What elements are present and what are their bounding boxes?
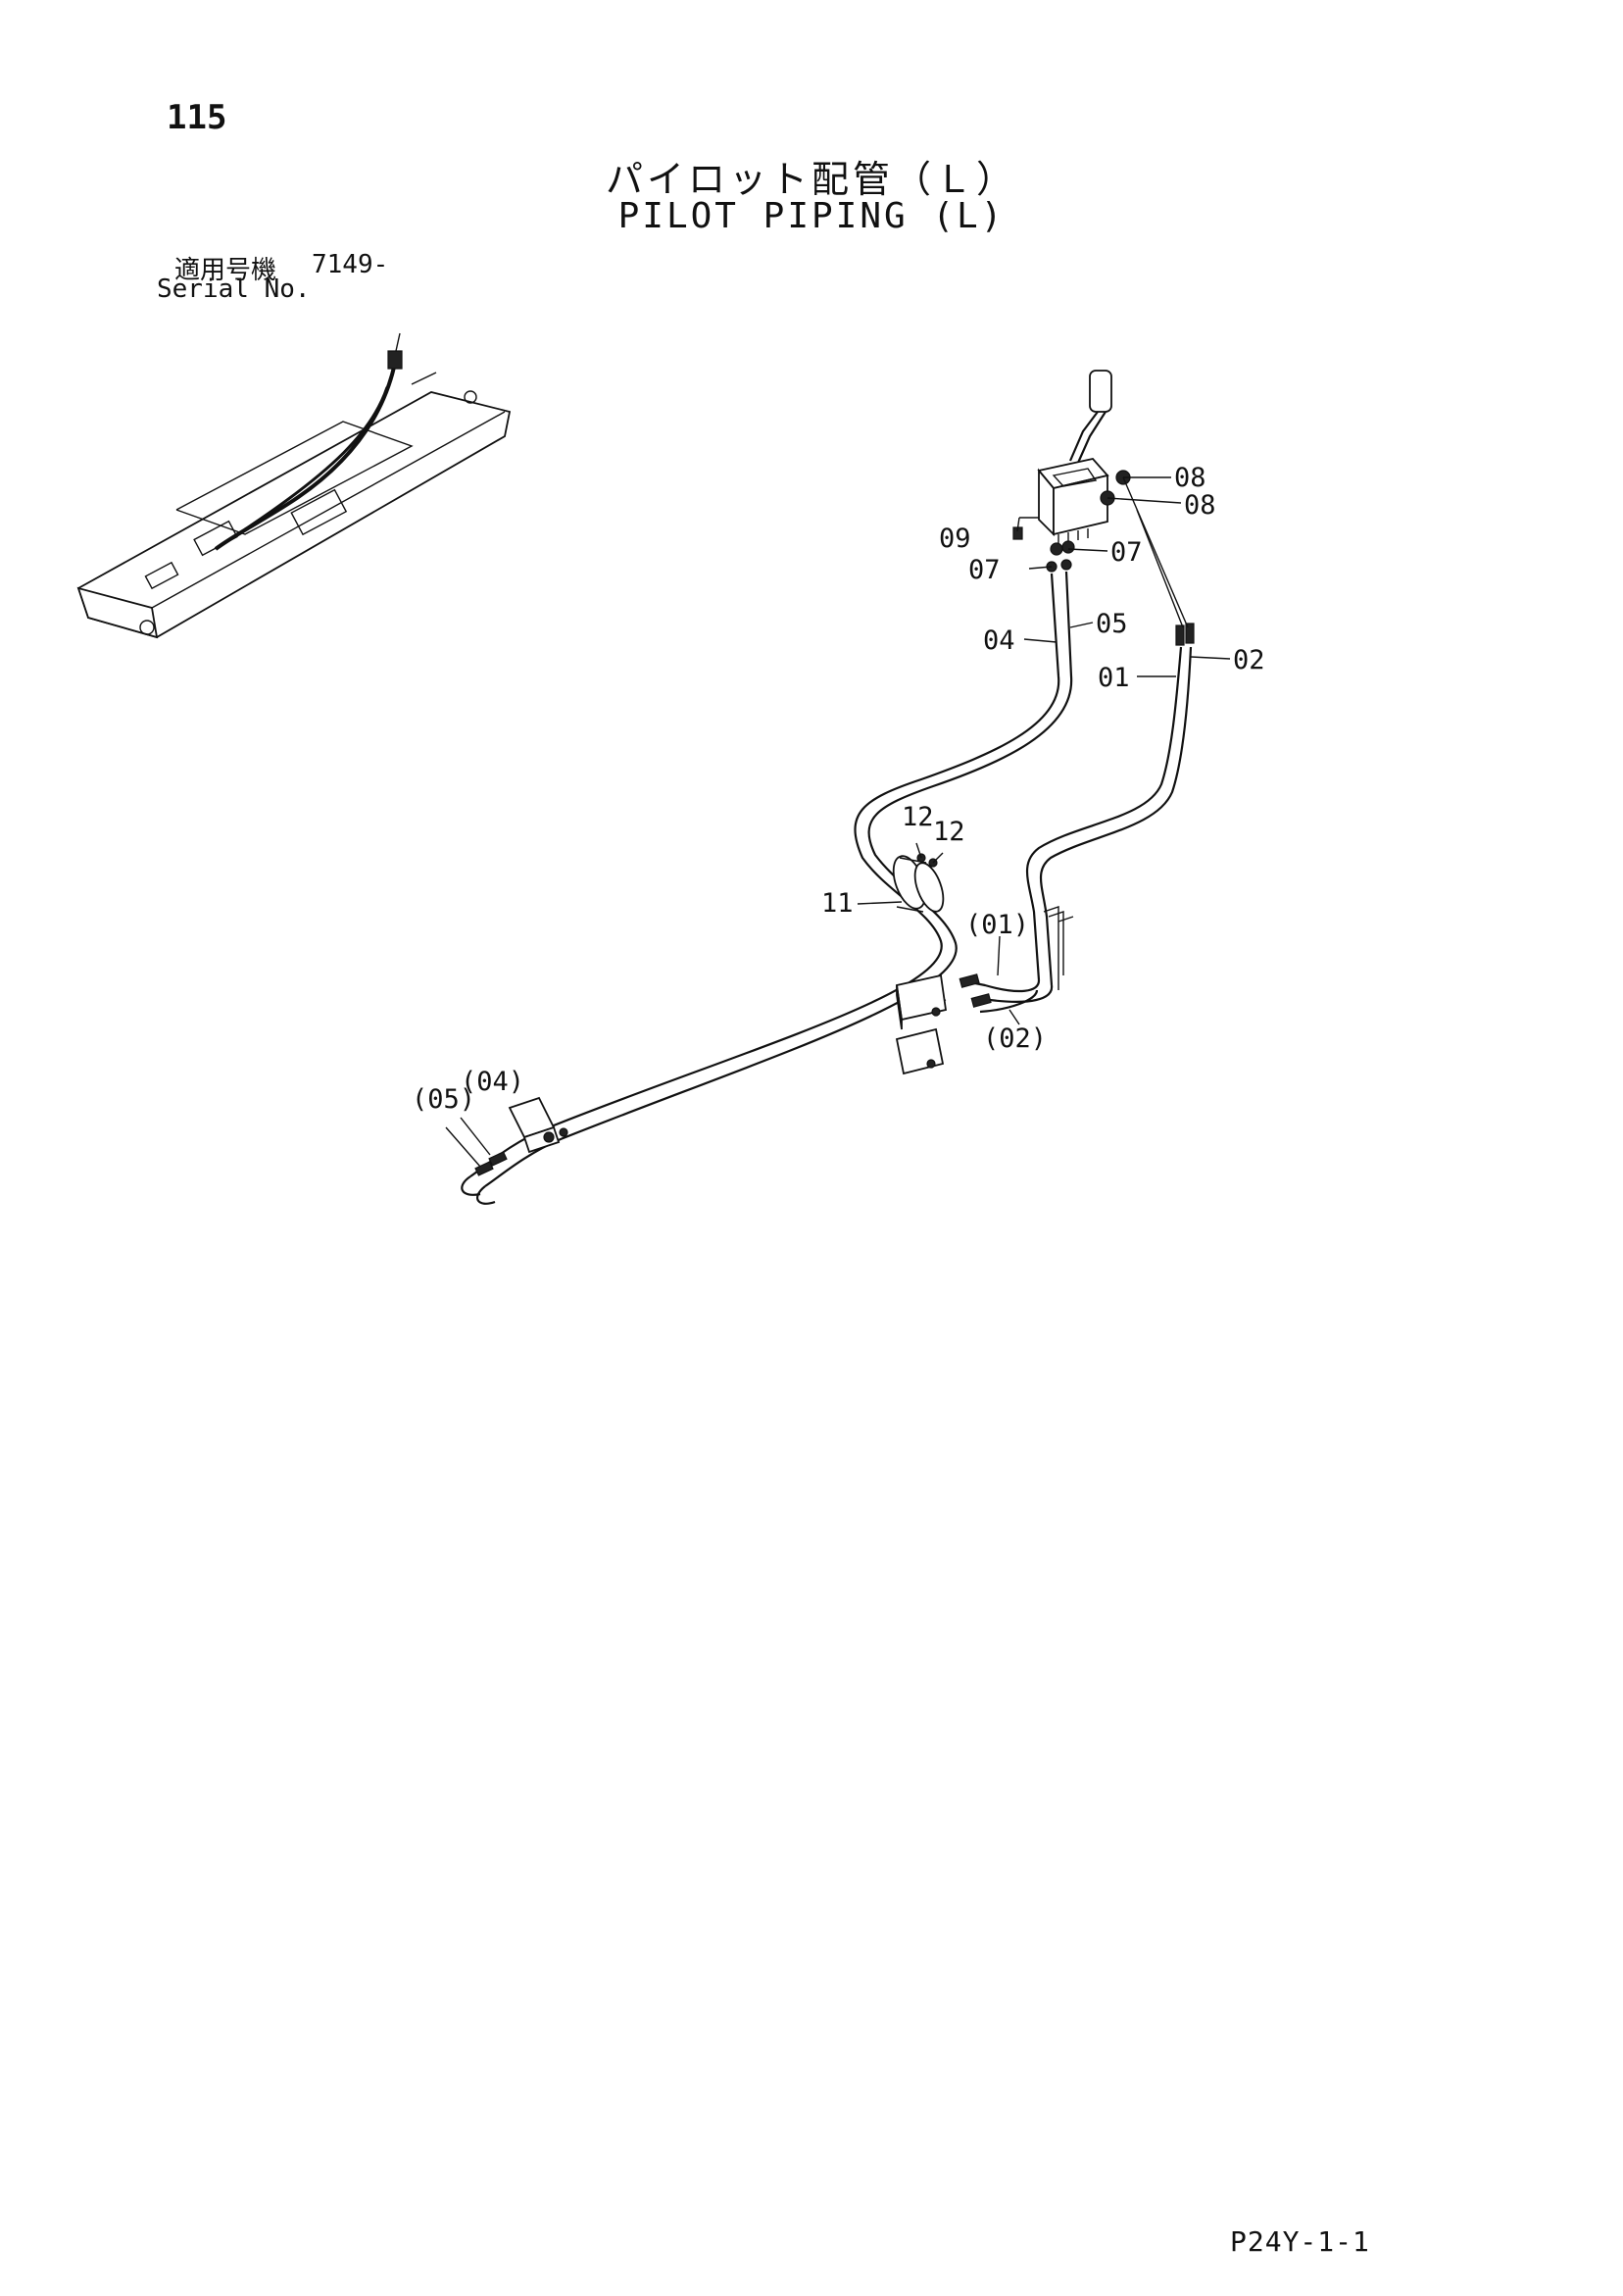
callout-08-upper: 08 <box>1174 463 1206 493</box>
title-japanese: パイロット配管（Ｌ） <box>605 158 1017 201</box>
callout-04: 04 <box>983 625 1015 656</box>
locator-frame-inset <box>76 332 512 639</box>
callout-05-ref: (05) <box>412 1084 475 1115</box>
pilot-valve-lever <box>1037 370 1112 544</box>
callout-02: 02 <box>1233 645 1265 675</box>
serial-label-english: Serial No. <box>157 275 311 304</box>
title-english: PILOT PIPING (L) <box>617 196 1006 236</box>
callout-12-right: 12 <box>933 817 965 847</box>
callout-08-lower: 08 <box>1184 490 1216 521</box>
callout-09: 09 <box>939 524 971 554</box>
part-callouts: 08 08 09 07 07 05 04 01 02 12 12 11 (01)… <box>412 463 1265 1115</box>
callout-04-ref: (04) <box>461 1067 524 1097</box>
leader-lines <box>445 476 1231 1168</box>
lower-valve-blocks <box>895 906 1074 1075</box>
callout-01: 01 <box>1098 663 1130 693</box>
hoses-01-02 <box>959 646 1193 1014</box>
callout-05: 05 <box>1096 609 1128 639</box>
page-number: 115 <box>167 98 227 137</box>
callout-01-ref: (01) <box>965 910 1029 940</box>
callout-07-right: 07 <box>1110 537 1143 568</box>
serial-label-japanese: 適用号機 <box>174 256 277 285</box>
hoses-04-05 <box>461 571 1073 1205</box>
callout-12-left: 12 <box>902 802 934 832</box>
fittings <box>1012 470 1195 646</box>
footer-page-code: P24Y-1-1 <box>1230 2225 1370 2258</box>
callout-11: 11 <box>821 888 854 919</box>
lower-left-valve-block <box>474 1096 568 1176</box>
serial-number-value: 7149- <box>312 250 389 279</box>
clamp-11 <box>892 853 945 913</box>
callout-07-left: 07 <box>968 555 1001 585</box>
callout-02-ref: (02) <box>983 1023 1047 1054</box>
